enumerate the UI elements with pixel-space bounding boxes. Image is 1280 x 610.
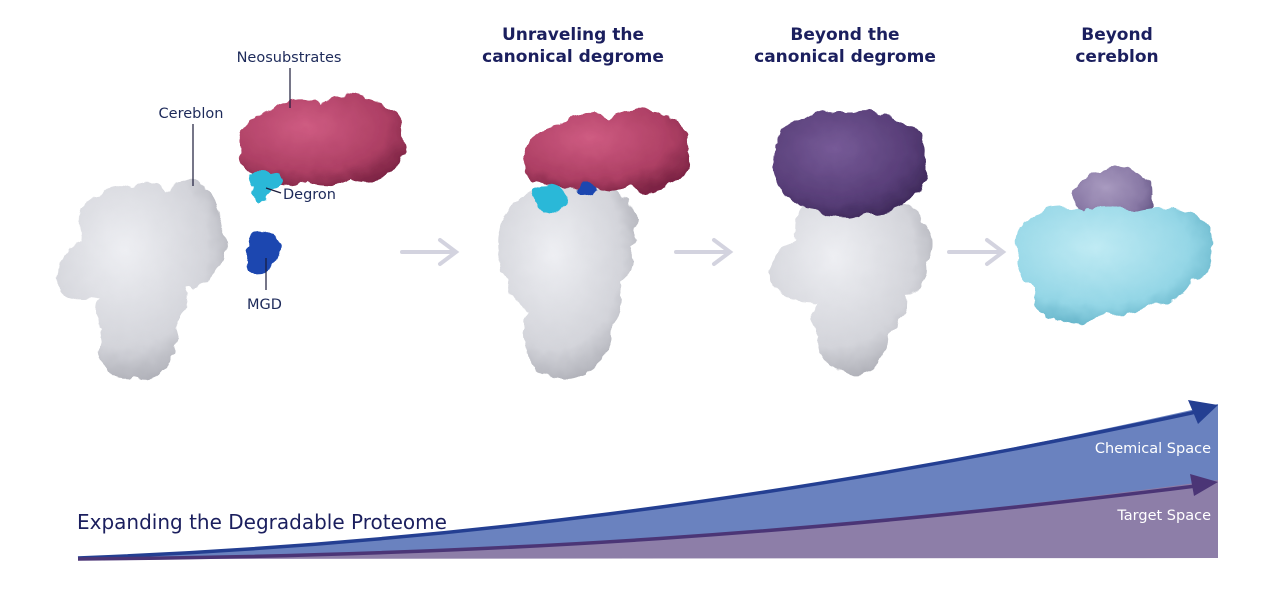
alt-substrate-protein-icon: [773, 110, 928, 219]
stage-beyond-cereblon: Beyond cereblon: [1016, 25, 1212, 324]
stage-1-heading-line2: canonical degrome: [482, 47, 664, 67]
degron-icon: [247, 170, 281, 202]
right-arrow-icon: [400, 238, 460, 266]
neosubstrate-protein-icon: [523, 108, 690, 192]
stage-2-heading-line2: canonical degrome: [754, 47, 936, 67]
cereblon-protein-icon: [769, 192, 934, 375]
degron-icon: [534, 185, 568, 215]
stage-1-heading-line1: Unraveling the: [502, 25, 644, 45]
alt-ligase-protein-icon: [1016, 206, 1212, 324]
stage-components: Neosubstrates Cereblon Degron MGD: [56, 50, 406, 379]
chemical-space-curve: [77, 410, 1197, 560]
stage-3-heading-line2: cereblon: [1075, 47, 1158, 67]
right-arrow-icon: [947, 238, 1007, 266]
target-space-label: Target Space: [1116, 508, 1211, 524]
degron-label: Degron: [283, 187, 336, 203]
stage-unraveling: Unraveling the canonical degrome: [482, 25, 690, 381]
right-arrow-icon: [674, 238, 734, 266]
expansion-chart: Chemical Space Target Space Expanding th…: [77, 400, 1218, 561]
degron-leader: [265, 187, 282, 194]
mgd-label: MGD: [247, 297, 282, 313]
target-space-area: [78, 480, 1218, 559]
cereblon-protein-icon: [498, 184, 638, 381]
mgd-icon: [577, 183, 596, 196]
cereblon-label: Cereblon: [159, 106, 224, 122]
target-space-curve: [77, 484, 1197, 561]
cereblon-protein-icon: [56, 181, 227, 379]
chemical-space-label: Chemical Space: [1095, 441, 1211, 457]
chemical-space-arrowhead: [1188, 400, 1218, 424]
stage-3-heading-line1: Beyond: [1081, 25, 1153, 45]
mgd-icon: [245, 231, 280, 275]
neosubstrates-label: Neosubstrates: [237, 50, 342, 66]
target-space-arrowhead: [1190, 474, 1218, 496]
neosubstrate-protein-icon: [239, 94, 406, 186]
expansion-title: Expanding the Degradable Proteome: [77, 510, 447, 534]
stage-beyond-degrome: Beyond the canonical degrome: [754, 25, 936, 375]
stage-2-heading-line1: Beyond the: [790, 25, 899, 45]
